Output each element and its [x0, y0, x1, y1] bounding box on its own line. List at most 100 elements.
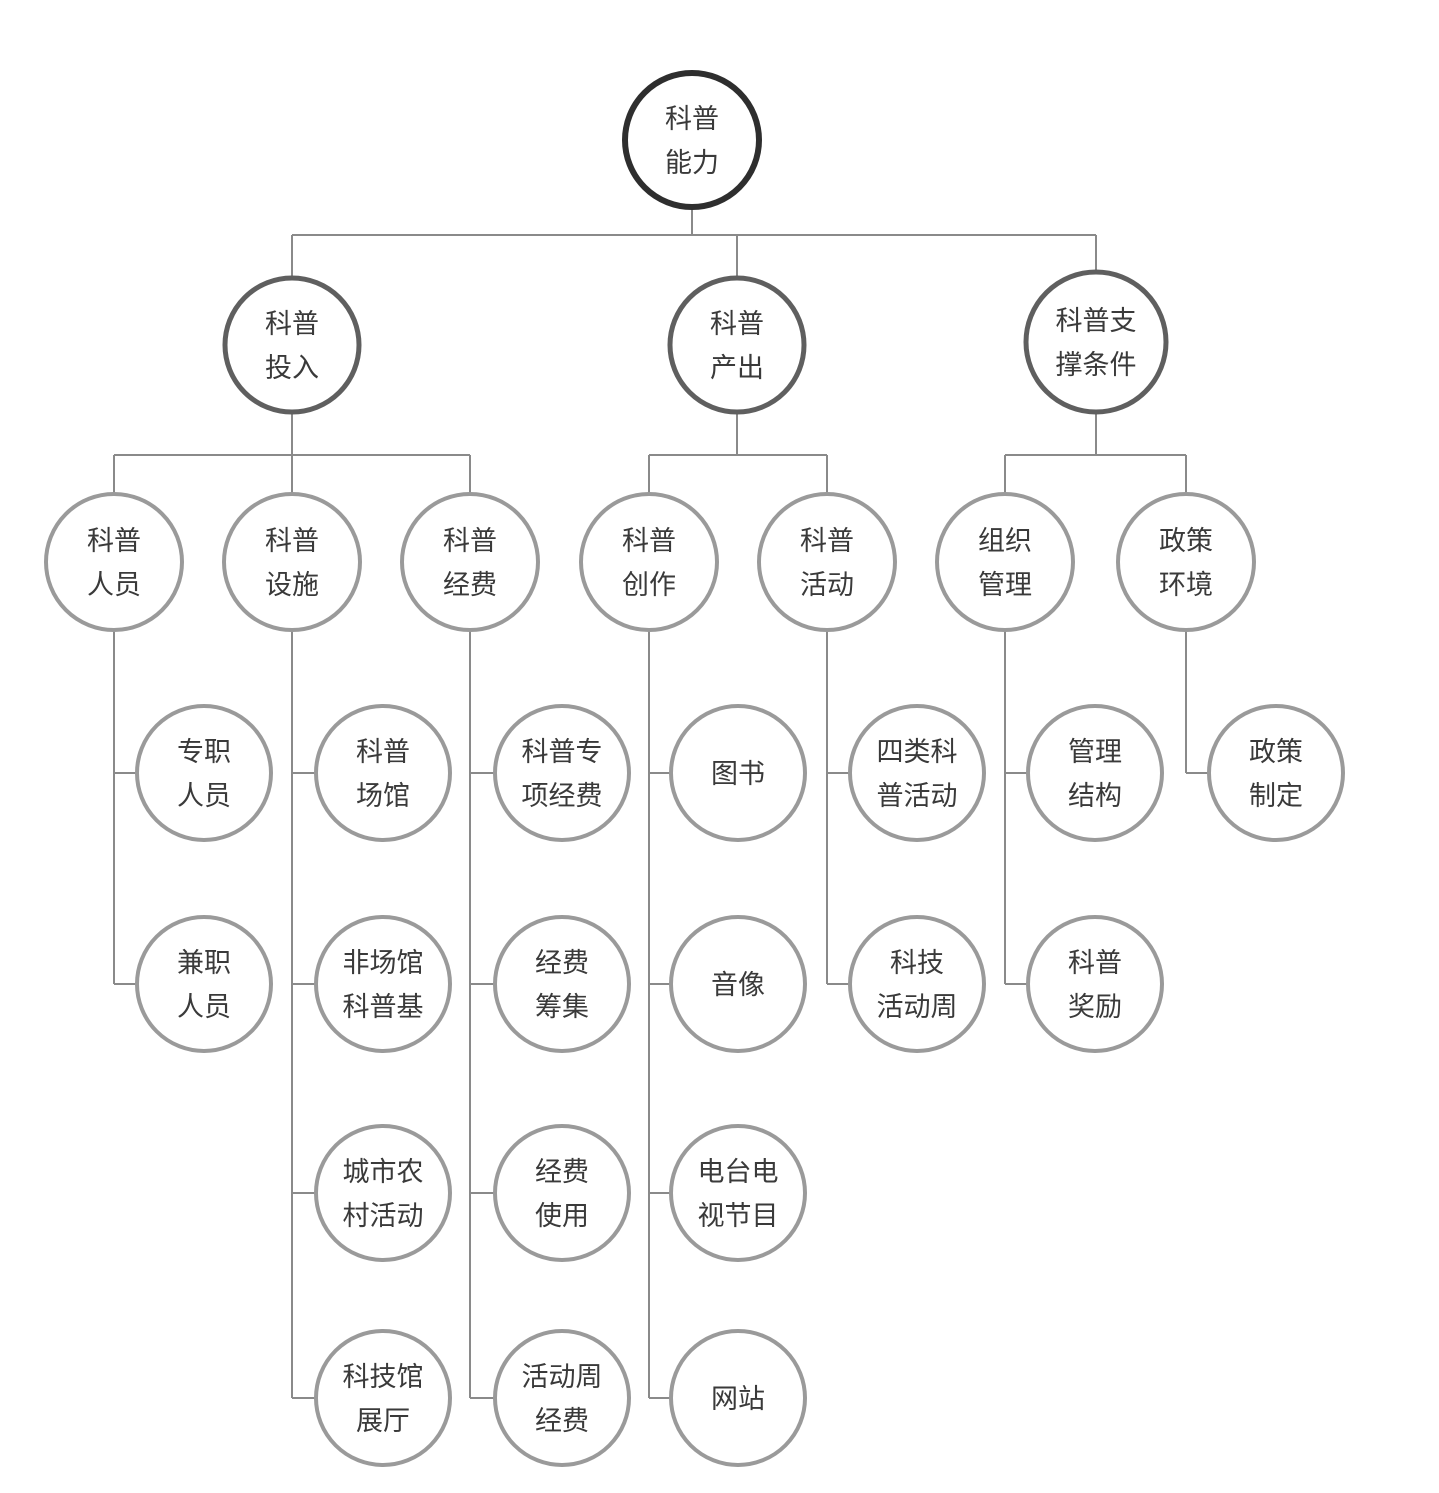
node-label-line1: 科普: [443, 526, 497, 557]
node-label-line2: 人员: [177, 992, 231, 1023]
node-circle: [1116, 492, 1256, 632]
node-label-line1: 科普: [710, 309, 764, 340]
node-label-line1: 科普: [665, 104, 719, 135]
node-circle: [848, 915, 986, 1053]
node-circle: [493, 1329, 631, 1467]
node-circle: [222, 492, 362, 632]
node-label-line1: 管理: [1068, 737, 1122, 768]
node-label-line2: 奖励: [1068, 992, 1122, 1023]
node-label-line1: 科普: [1068, 948, 1122, 979]
connector-lines: [113, 207, 1209, 1399]
node-circle: [314, 1329, 452, 1467]
node-circle: [493, 1124, 631, 1262]
node-label-line1: 科普: [265, 309, 319, 340]
node-label-line1: 科普支: [1056, 306, 1137, 337]
node-circle: [44, 492, 184, 632]
node-label-line1: 兼职: [177, 948, 231, 979]
node-label-line2: 投入: [265, 353, 319, 384]
node-label-line2: 经费: [535, 1406, 589, 1437]
node-label-line1: 政策: [1159, 526, 1213, 557]
node-circle: [222, 275, 362, 415]
node-label-line2: 经费: [443, 570, 497, 601]
node-circle: [1207, 704, 1345, 842]
node-label-line1: 非场馆: [343, 948, 424, 979]
node-circle: [493, 915, 631, 1053]
node-label-line2: 制定: [1249, 781, 1303, 812]
node-label-line1: 专职: [177, 737, 231, 768]
node-label-line2: 科普基: [343, 992, 424, 1023]
node-circle: [314, 704, 452, 842]
node-circle: [757, 492, 897, 632]
node-label-line2: 人员: [87, 570, 141, 601]
node-label-line2: 场馆: [356, 781, 410, 812]
node-label-line1: 组织: [978, 526, 1032, 557]
node-circle: [669, 915, 807, 1053]
item-node: 图书: [669, 704, 807, 842]
node-label-line1: 电台电: [698, 1157, 779, 1188]
node-circle: [493, 704, 631, 842]
node-label-line1: 经费: [535, 948, 589, 979]
node-label-line2: 设施: [265, 570, 319, 601]
node-circle: [314, 915, 452, 1053]
node-label-line1: 经费: [535, 1157, 589, 1188]
node-label-line2: 能力: [665, 148, 719, 179]
item-node: 音像: [669, 915, 807, 1053]
node-label-line2: 创作: [622, 570, 676, 601]
node-label-line2: 活动: [800, 570, 854, 601]
node-label-line2: 环境: [1159, 570, 1213, 601]
node-circle: [667, 275, 807, 415]
node-label-line2: 视节目: [698, 1201, 779, 1232]
node-circle: [400, 492, 540, 632]
node-label-line1: 科普专: [522, 737, 603, 768]
node-label-line2: 撑条件: [1056, 350, 1137, 381]
node-label-line1: 科技馆: [343, 1362, 424, 1393]
node-label-line1: 科普: [87, 526, 141, 557]
node-circle: [135, 704, 273, 842]
node-label-line2: 活动周: [877, 992, 958, 1023]
node-circle: [669, 1329, 807, 1467]
node-circle: [1023, 269, 1169, 415]
node-label-line1: 科普: [265, 526, 319, 557]
node-label-line1: 科普: [622, 526, 676, 557]
node-circle: [935, 492, 1075, 632]
node-label-line1: 科普: [800, 526, 854, 557]
node-label-line2: 使用: [535, 1201, 589, 1232]
node-circle: [848, 704, 986, 842]
node-circle: [579, 492, 719, 632]
node-label-line2: 普活动: [877, 781, 958, 812]
node-label-line1: 科普: [356, 737, 410, 768]
node-circle: [669, 704, 807, 842]
node-label-line1: 科技: [890, 948, 944, 979]
node-label-line1: 网站: [711, 1384, 765, 1415]
node-label-line2: 结构: [1068, 781, 1122, 812]
node-label-line2: 产出: [710, 353, 764, 384]
diagram-nodes: 科普能力科普投入科普人员专职人员兼职人员科普设施科普场馆非场馆科普基城市农村活动…: [44, 70, 1345, 1467]
node-label-line1: 活动周: [522, 1362, 603, 1393]
item-node: 网站: [669, 1329, 807, 1467]
node-label-line2: 项经费: [522, 781, 603, 812]
node-label-line2: 村活动: [343, 1201, 424, 1232]
